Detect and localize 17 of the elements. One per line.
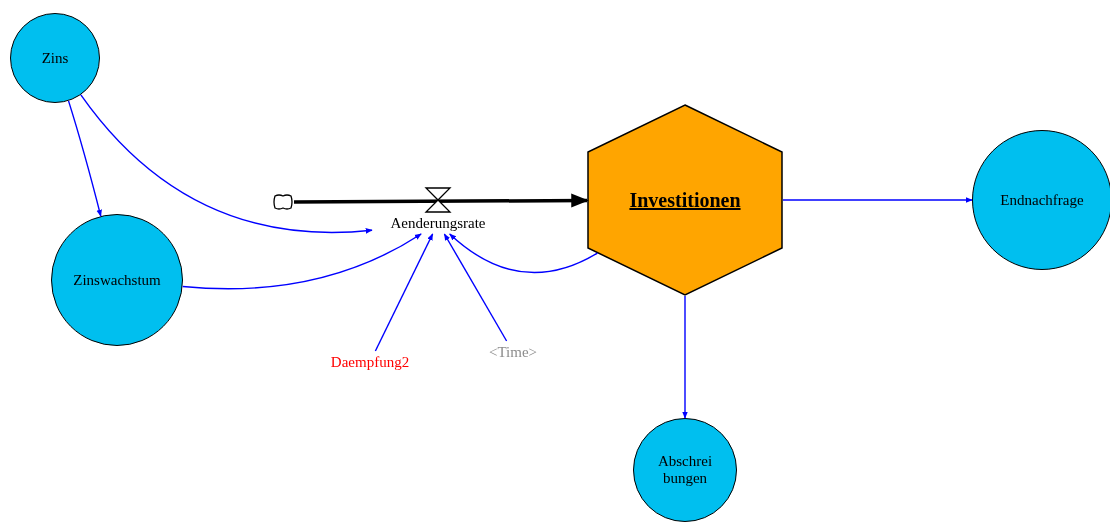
node-label: Investitionen [629, 188, 741, 212]
arrow [182, 233, 422, 290]
arrow [782, 197, 973, 203]
node-label: Abschrei bungen [656, 453, 714, 487]
arrow [67, 100, 102, 217]
flow-pipe-arrow [294, 193, 589, 208]
variable-label: Aenderungsrate [390, 214, 486, 232]
arrow [443, 233, 508, 342]
arrow [80, 94, 373, 234]
arrow [449, 233, 599, 274]
arrow [682, 295, 688, 419]
variable-label: <Time> [488, 343, 537, 361]
node-label: Zins [40, 49, 70, 67]
arrow [374, 233, 434, 352]
variable-label: Daempfung2 [330, 353, 410, 371]
node-label: Zinswachstum [73, 271, 161, 289]
node-label: Endnachfrage [1000, 191, 1084, 209]
